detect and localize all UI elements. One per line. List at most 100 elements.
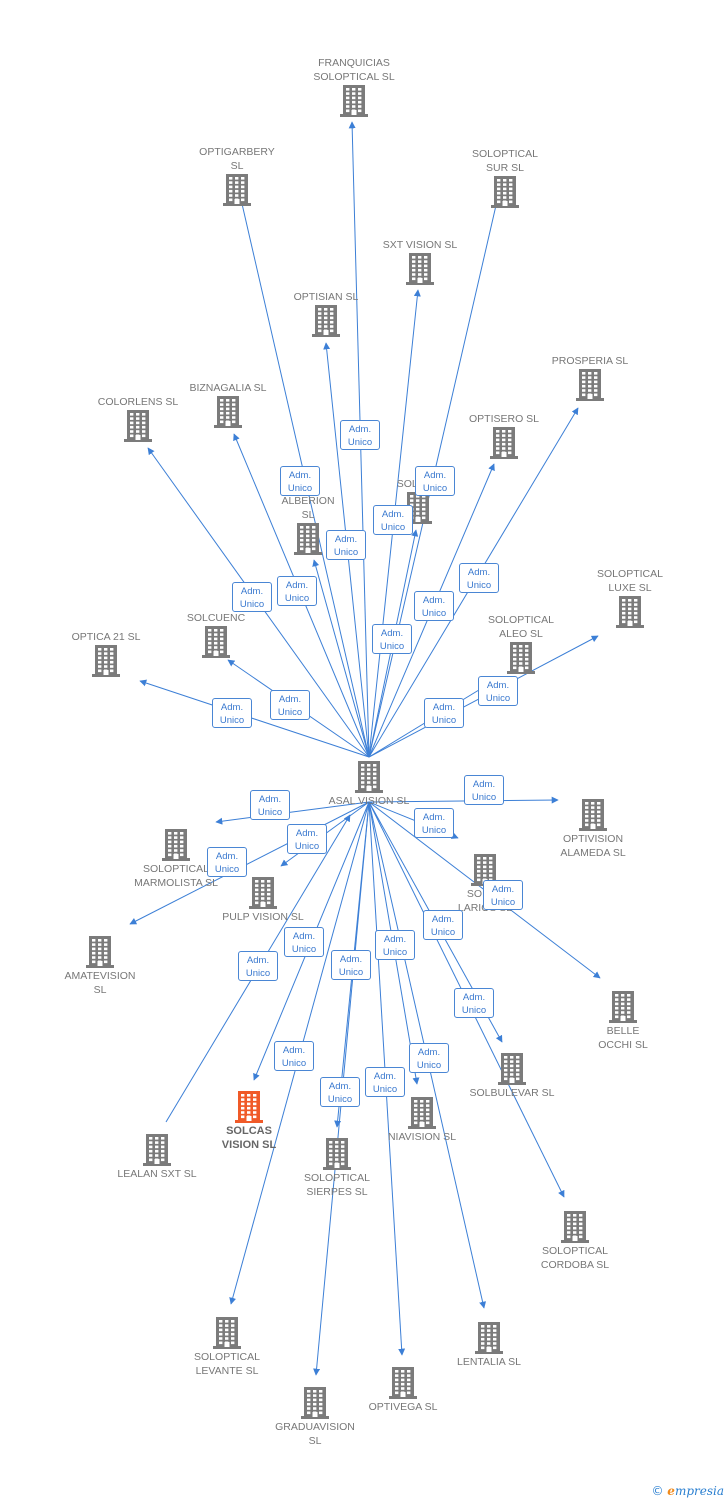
company-node-levante[interactable]: SOLOPTICAL LEVANTE SL [167,1316,287,1378]
company-node-aleo[interactable]: SOLOPTICAL ALEO SL [461,613,581,675]
company-node-optica21[interactable]: OPTICA 21 SL [46,630,166,678]
company-node-optisian[interactable]: OPTISIAN SL [266,290,386,338]
edge-label-sierpes[interactable]: Adm. Unico [331,950,371,980]
company-name: SOLOPTICAL LEVANTE SL [194,1351,260,1377]
building-icon [167,1316,287,1350]
edge-label-marmolista[interactable]: Adm. Unico [250,790,290,820]
edge-label-solcuenca[interactable]: Adm. Unico [270,690,310,720]
company-name: OPTIGARBERY SL [199,146,275,172]
company-name: SOLOPTICAL MARMOLISTA SL [134,863,218,889]
edge-label-graduavision[interactable]: Adm. Unico [320,1077,360,1107]
building-icon [294,84,414,118]
edge-label-belle[interactable]: Adm. Unico [483,880,523,910]
edge-label-levante[interactable]: Adm. Unico [274,1041,314,1071]
company-node-sierpes[interactable]: SOLOPTICAL SIERPES SL [277,1137,397,1199]
edge-label-alameda[interactable]: Adm. Unico [464,775,504,805]
brand-name: mpresia [674,1484,724,1498]
edge-label-solcas[interactable]: Adm. Unico [284,927,324,957]
building-icon [533,798,653,832]
building-icon [203,876,323,910]
company-node-sur[interactable]: SOLOPTICAL SUR SL [445,147,565,209]
edge-label-optica21[interactable]: Adm. Unico [212,698,252,728]
company-name: OPTIVISION ALAMEDA SL [560,833,626,859]
edge-label-colorlens[interactable]: Adm. Unico [232,582,272,612]
edge-label-amatevision[interactable]: Adm. Unico [207,847,247,877]
building-icon [362,1096,482,1130]
company-node-biznagalia[interactable]: BIZNAGALIA SL [168,381,288,429]
company-node-optigarbery[interactable]: OPTIGARBERY SL [177,145,297,207]
edge-marmolista [215,801,370,825]
company-node-colorlens[interactable]: COLORLENS SL [78,395,198,443]
edge-label-sur[interactable]: Adm. Unico [415,466,455,496]
company-node-sxt[interactable]: SXT VISION SL [360,238,480,286]
building-icon [97,1133,217,1167]
edge-label-prosperia[interactable]: Adm. Unico [459,563,499,593]
company-node-lealan[interactable]: LEALAN SXT SL [97,1133,217,1181]
footer-brand[interactable]: © empresia [651,1484,724,1498]
center-company-node[interactable]: ASAL VISION SL [309,760,429,808]
building-icon [168,395,288,429]
edge-label-cordoba[interactable]: Adm. Unico [454,988,494,1018]
company-name: GRADUAVISION SL [275,1421,355,1447]
edge-amatevision [129,801,370,925]
company-node-solbulevar[interactable]: SOLBULEVAR SL [452,1052,572,1100]
company-node-alberion[interactable]: ALBERION SL [248,494,368,556]
edge-label-lentalia[interactable]: Adm. Unico [409,1043,449,1073]
company-node-luxe[interactable]: SOLOPTICAL LUXE SL [570,567,690,629]
building-icon [189,1090,309,1124]
company-name: NIAVISION SL [387,1131,457,1143]
company-node-prosperia[interactable]: PROSPERIA SL [530,354,650,402]
company-name: OPTISIAN SL [293,291,359,303]
edge-label-niavision[interactable]: Adm. Unico [375,930,415,960]
brand-initial: e [667,1484,675,1498]
company-name: SOLCAS VISION SL [221,1125,277,1151]
company-node-marmolista[interactable]: SOLOPTICAL MARMOLISTA SL [116,828,236,890]
edge-label-optisian[interactable]: Adm. Unico [340,420,380,450]
company-node-alameda[interactable]: OPTIVISION ALAMEDA SL [533,798,653,860]
company-name: LEALAN SXT SL [117,1168,197,1180]
edge-label-solbulevar[interactable]: Adm. Unico [423,910,463,940]
edge-label-pulp[interactable]: Adm. Unico [287,824,327,854]
company-name: BIZNAGALIA SL [189,382,267,394]
company-node-lentalia[interactable]: LENTALIA SL [429,1321,549,1369]
building-icon [515,1210,635,1244]
company-name: SOLOPTICAL SIERPES SL [304,1172,370,1198]
building-icon [445,175,565,209]
building-icon [530,368,650,402]
company-name: BELLE OCCHI SL [598,1025,648,1051]
building-icon [248,522,368,556]
edge-alameda [368,796,559,804]
company-node-optivega[interactable]: OPTIVEGA SL [343,1366,463,1414]
edge-label-luxe[interactable]: Adm. Unico [478,676,518,706]
edge-label-solber[interactable]: Adm. Unico [372,624,412,654]
company-node-solcas[interactable]: SOLCAS VISION SL [189,1090,309,1152]
company-name: COLORLENS SL [97,396,179,408]
center-company-name: ASAL VISION SL [328,795,410,807]
company-node-franquicias[interactable]: FRANQUICIAS SOLOPTICAL SL [294,56,414,118]
company-node-solcuenca[interactable]: SOLCUENC [156,611,276,659]
building-icon [116,828,236,862]
company-node-amatevision[interactable]: AMATEVISION SL [40,935,160,997]
edge-label-larios[interactable]: Adm. Unico [414,808,454,838]
company-node-niavision[interactable]: NIAVISION SL [362,1096,482,1144]
company-node-pulp[interactable]: PULP VISION SL [203,876,323,924]
company-node-cordoba[interactable]: SOLOPTICAL CORDOBA SL [515,1210,635,1272]
copyright-symbol: © [651,1484,664,1498]
building-icon [429,1321,549,1355]
edge-label-optisero[interactable]: Adm. Unico [414,591,454,621]
edge-label-sxt[interactable]: Adm. Unico [373,505,413,535]
edge-label-optivega[interactable]: Adm. Unico [365,1067,405,1097]
building-icon [563,990,683,1024]
company-name: SOLCUENC [186,612,246,624]
building-icon [177,173,297,207]
edge-label-optigarbery[interactable]: Adm. Unico [280,466,320,496]
edge-label-biznagalia[interactable]: Adm. Unico [277,576,317,606]
edge-label-alberion[interactable]: Adm. Unico [326,530,366,560]
company-node-optisero[interactable]: OPTISERO SL [444,412,564,460]
building-icon [444,426,564,460]
edge-label-lealan[interactable]: Adm. Unico [238,951,278,981]
company-node-belle[interactable]: BELLE OCCHI SL [563,990,683,1052]
building-icon [570,595,690,629]
company-node-graduavision[interactable]: GRADUAVISION SL [255,1386,375,1448]
edge-label-aleo[interactable]: Adm. Unico [424,698,464,728]
